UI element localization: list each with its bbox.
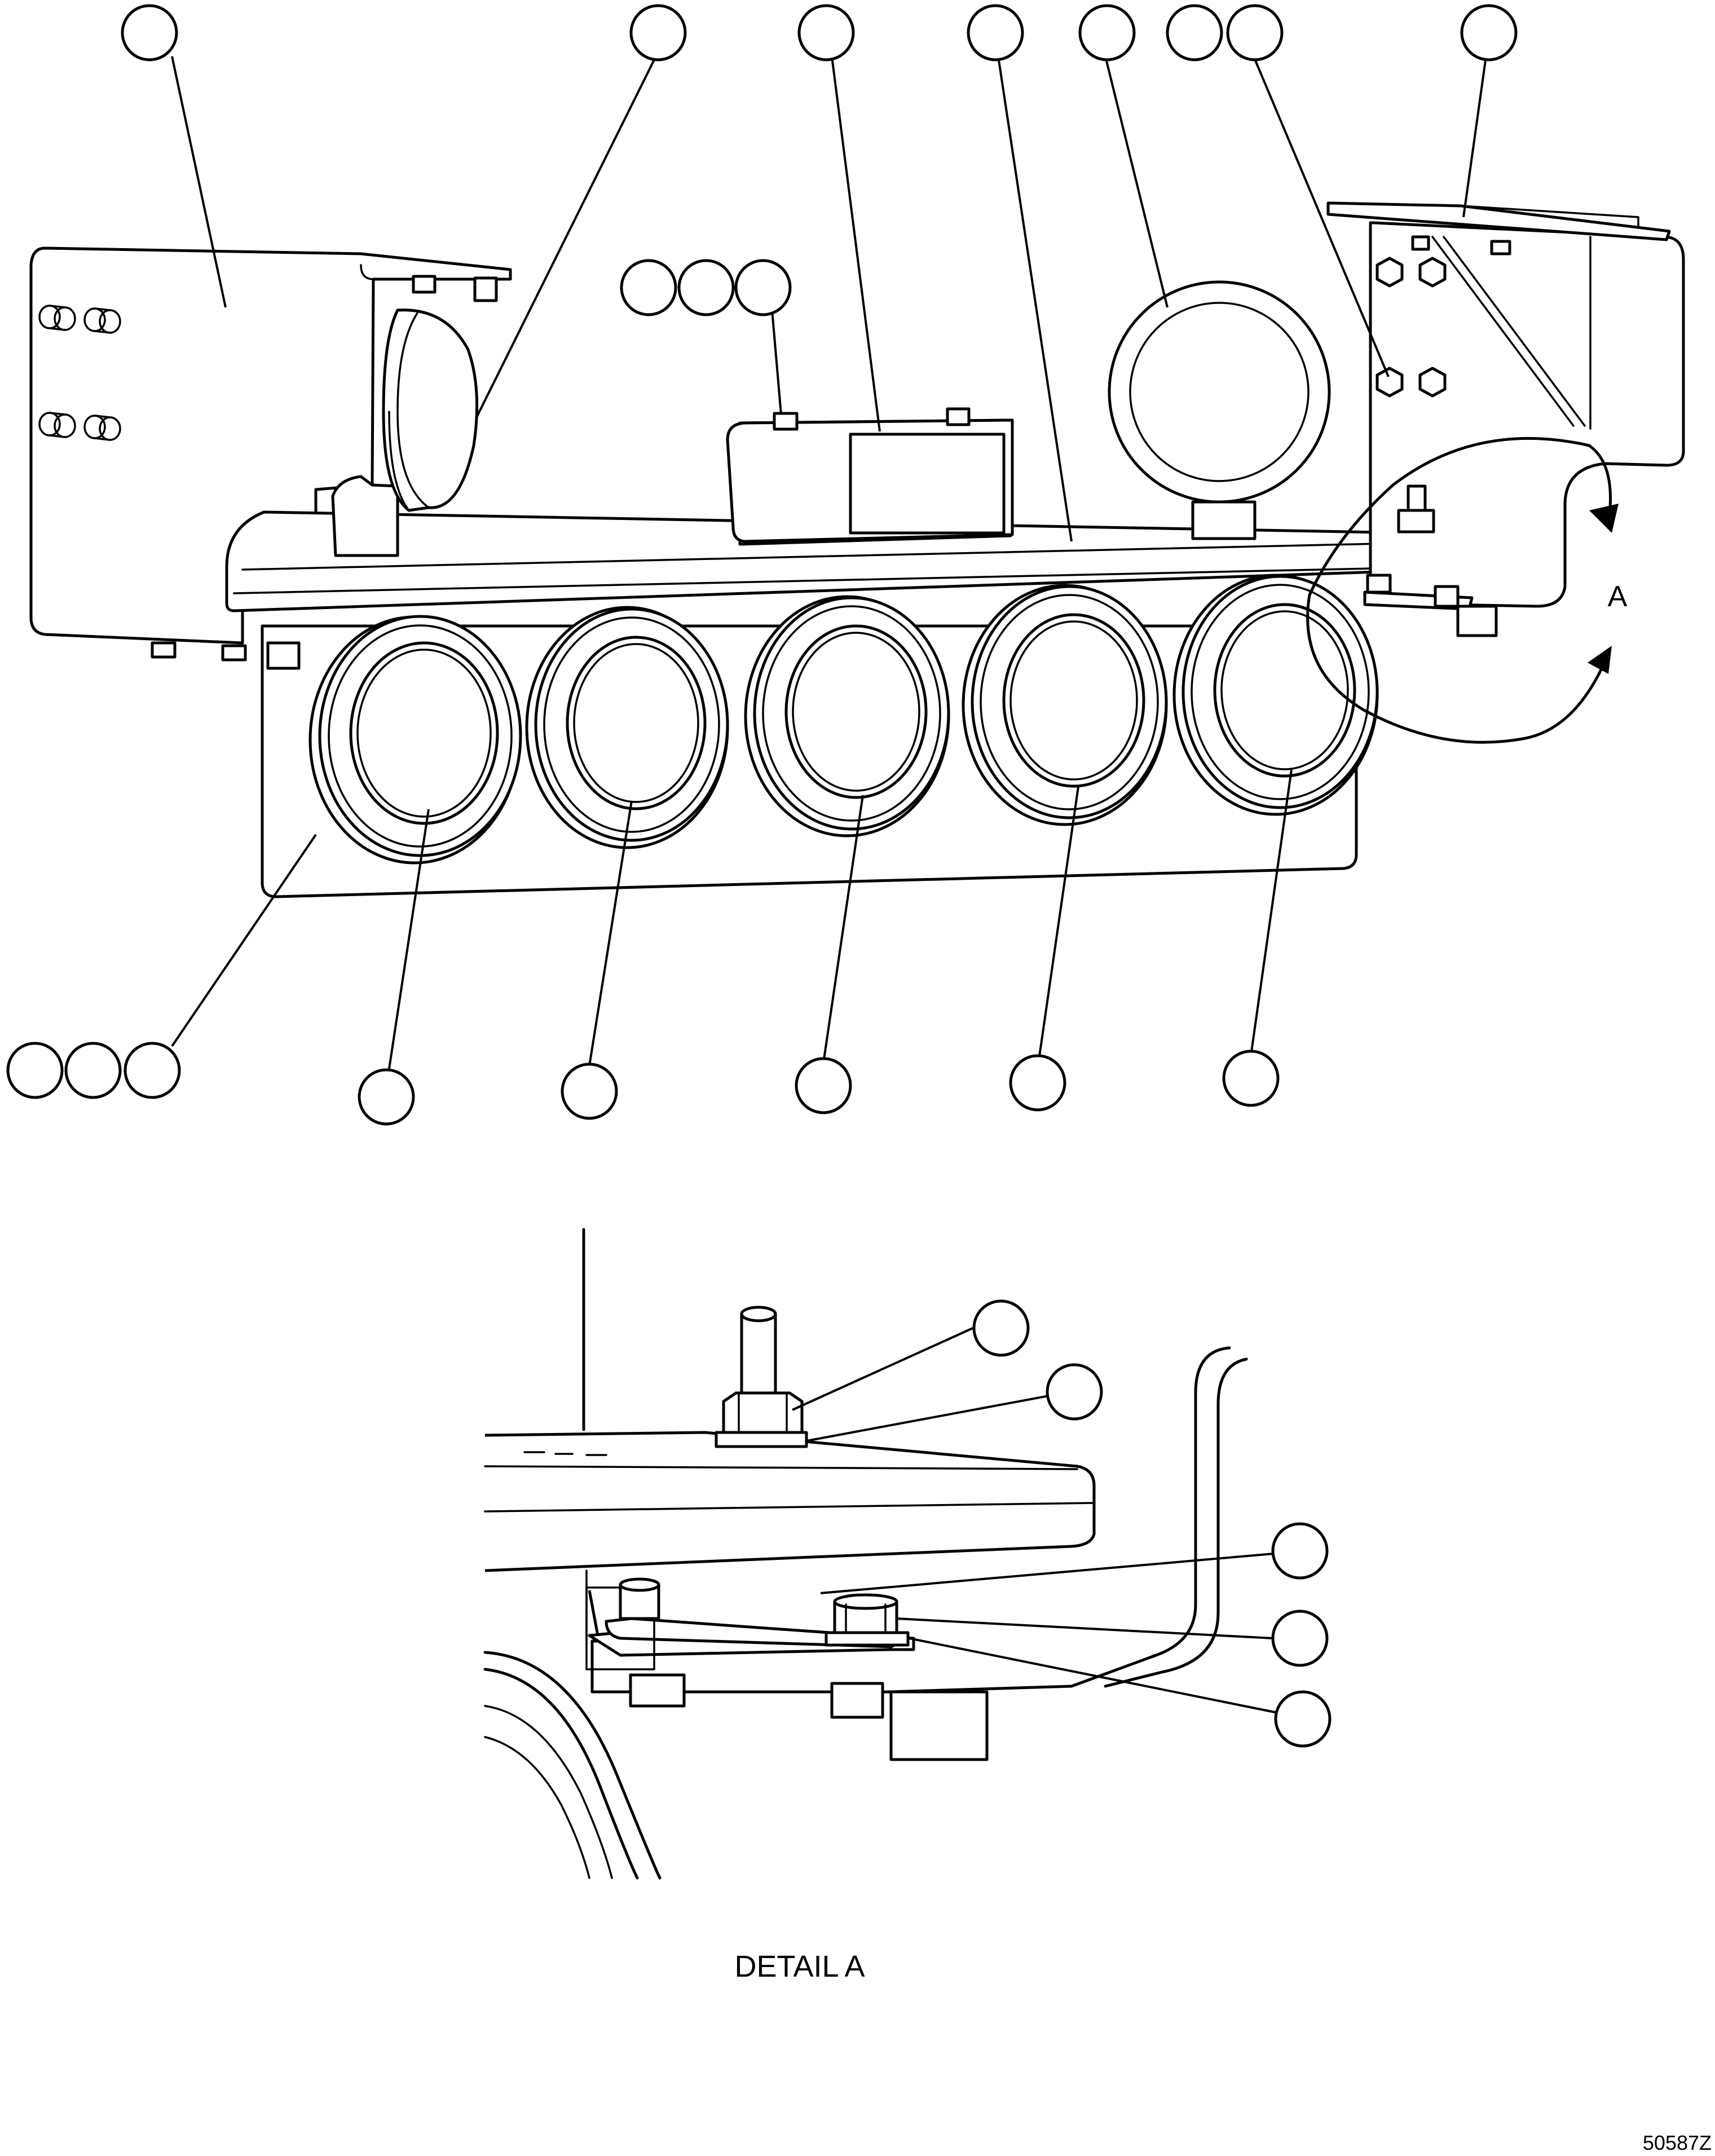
bracket-studs <box>38 305 121 441</box>
detail-a-view: DETAIL A <box>483 1228 1332 1983</box>
detail-bar <box>484 1431 1096 1572</box>
left-work-lamp <box>331 308 479 557</box>
lamp-3 <box>744 595 950 837</box>
callout-leaders <box>171 56 1487 1069</box>
detail-title: DETAIL A <box>734 1950 865 1983</box>
bar-end-stud <box>1363 484 1498 637</box>
right-mounting-bracket <box>1369 221 1685 608</box>
lamp-2 <box>525 606 729 849</box>
control-box <box>726 407 1014 546</box>
view-marker-label: A <box>1608 580 1628 613</box>
lamp-row <box>308 574 1379 865</box>
callout-balloons <box>6 4 1518 1126</box>
detail-leaders <box>792 1327 1286 1716</box>
beacon-lamp <box>1108 280 1331 540</box>
arrow-head-down <box>1588 646 1612 674</box>
light-bar-assembly: A <box>6 4 1685 1126</box>
arrow-head-up <box>1589 504 1619 533</box>
lamp-4 <box>962 584 1168 826</box>
bracket-bolts <box>1375 235 1511 398</box>
drawing-number: 50587Z <box>1643 2131 1712 2154</box>
lamp-1 <box>308 615 522 865</box>
detail-balloons <box>972 1299 1332 1748</box>
detail-a-indicator: A <box>1306 437 1628 744</box>
detail-bottom-bolt <box>825 1593 910 1647</box>
detail-top-stud <box>715 1306 808 1448</box>
lamp-5 <box>1172 574 1379 816</box>
